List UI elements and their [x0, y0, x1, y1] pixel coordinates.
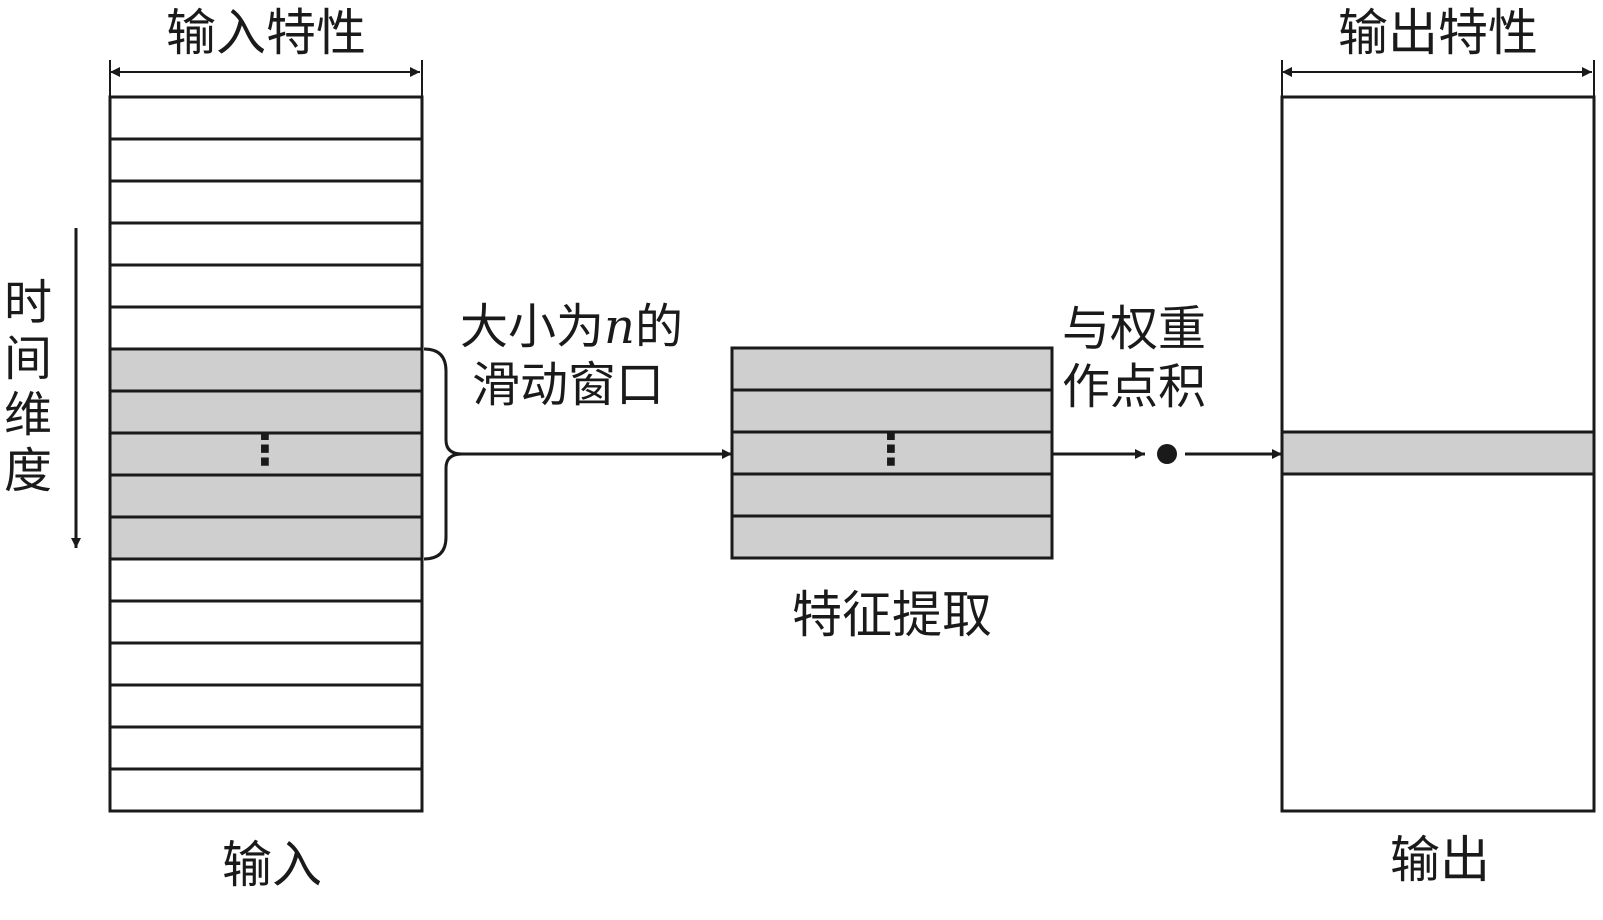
input-window-ellipsis: ⋮: [243, 424, 287, 475]
feature-row: [730, 514, 1054, 560]
input-window-row: [108, 347, 424, 393]
input-row: [108, 305, 424, 351]
input-row: [108, 95, 424, 141]
input-row: [108, 137, 424, 183]
feature-matrix: [730, 346, 1054, 560]
time-dimension-label: 时 间 维 度: [0, 275, 56, 499]
window-brace: [423, 347, 463, 561]
input-row: [108, 179, 424, 225]
input-row: [108, 641, 424, 687]
input-row: [108, 683, 424, 729]
output-feature-label: 输出特性: [1338, 4, 1538, 62]
sliding-window-size-text: 大小为: [460, 299, 605, 355]
feature-ellipsis: ⋮: [869, 424, 913, 475]
time-dimension-char: 间: [3, 331, 52, 387]
weight-dot-product-label: 与权重 作点积: [1062, 300, 1206, 416]
input-window-row: [108, 515, 424, 561]
input-row: [108, 263, 424, 309]
input-row: [108, 599, 424, 645]
input-feature-label: 输入特性: [166, 4, 366, 62]
time-dimension-char: 维: [3, 387, 52, 443]
time-dimension-char: 度: [3, 443, 52, 499]
feature-row: [730, 346, 1054, 392]
output-label: 输出: [1390, 831, 1490, 889]
sliding-window-line-2: 滑动窗口: [472, 357, 665, 413]
input-row: [108, 767, 424, 813]
time-dimension-char: 时: [3, 275, 52, 331]
feature-row: [730, 430, 1054, 476]
feature-row: [730, 472, 1054, 518]
weight-line-1: 与权重: [1062, 301, 1207, 357]
input-row: [108, 557, 424, 603]
input-matrix: [108, 95, 424, 813]
input-window-row: [108, 473, 424, 519]
feature-extraction-label: 特征提取: [792, 586, 992, 644]
connectors: [71, 60, 1595, 561]
sliding-window-line-1: 大小为n的: [460, 298, 683, 356]
output-highlight-row: [1280, 430, 1596, 476]
sliding-window-of-text: 的: [634, 299, 683, 355]
feature-row: [730, 388, 1054, 434]
weight-line-2: 作点积: [1062, 359, 1207, 415]
output-matrix: [1280, 95, 1596, 813]
sliding-window-label: 大小为n的 滑动窗口: [460, 298, 683, 414]
input-row: [108, 221, 424, 267]
input-row: [108, 725, 424, 771]
input-label: 输入: [222, 836, 322, 894]
window-size-variable: n: [604, 299, 635, 355]
input-window-row: [108, 389, 424, 435]
dot-product-dot: [1157, 444, 1177, 464]
